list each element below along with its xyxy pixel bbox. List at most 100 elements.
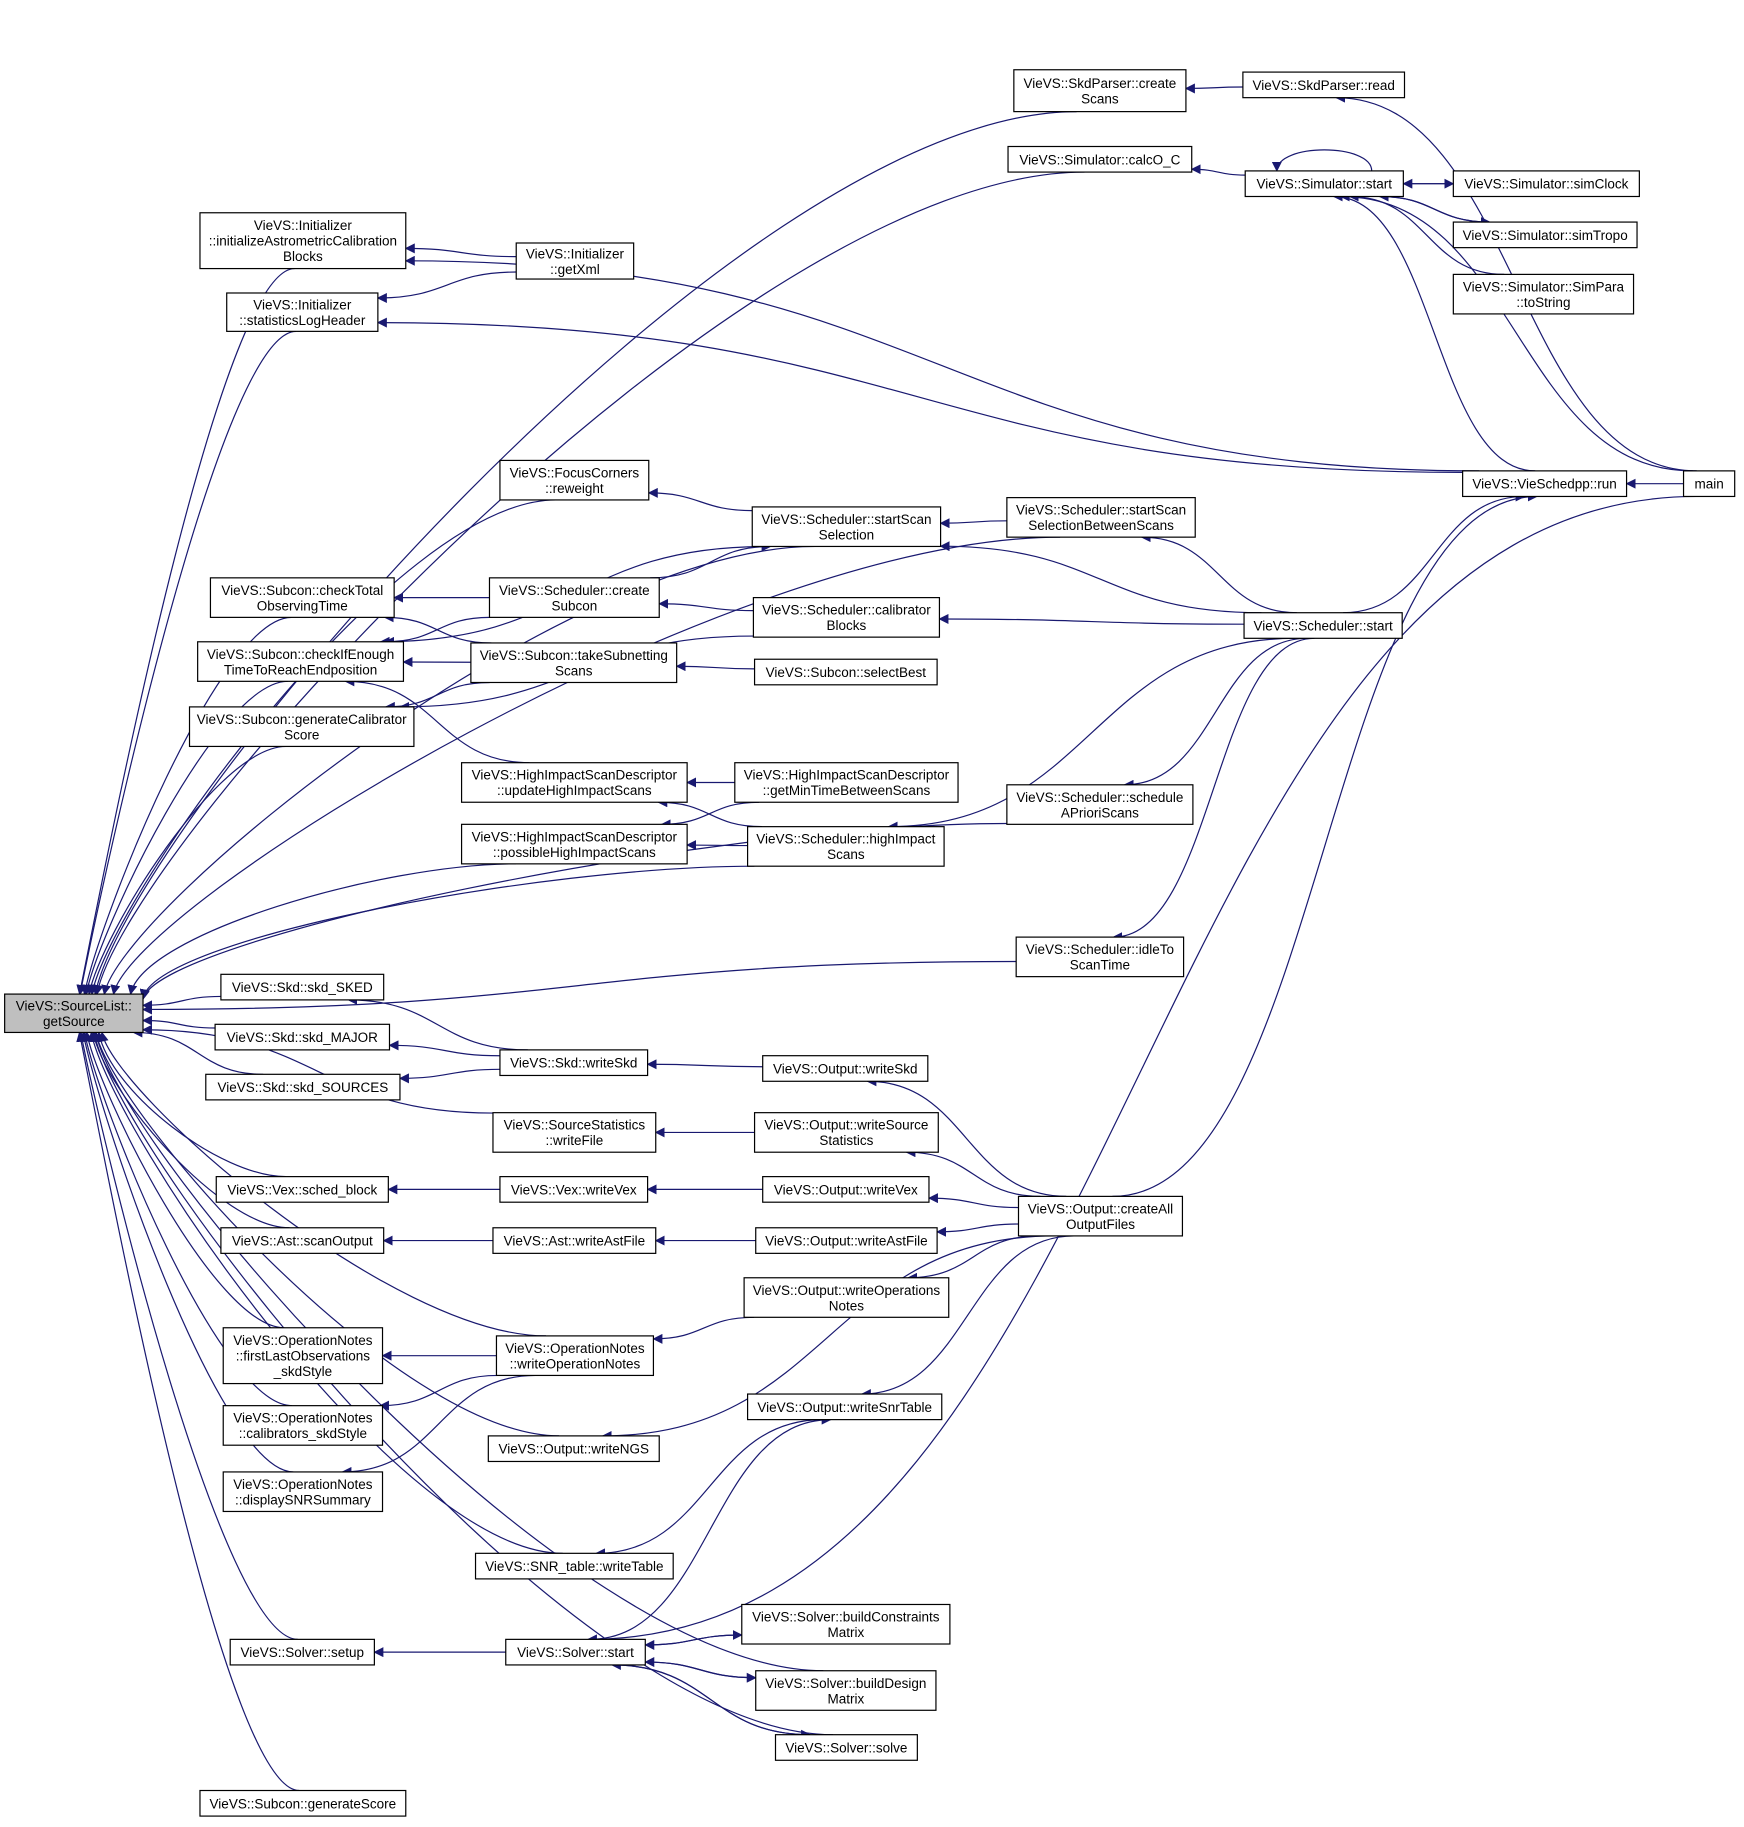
node-init_getXml[interactable]: VieVS::Initializer::getXml [515,242,635,280]
node-solver_start[interactable]: VieVS::Solver::start [505,1638,646,1666]
node-box [474,1552,674,1580]
node-simpara_toString[interactable]: VieVS::Simulator::SimPara::toString [1452,273,1635,315]
node-hisd_possible[interactable]: VieVS::HighImpactScanDescriptor::possibl… [460,823,688,865]
node-box [229,1638,375,1666]
node-out_writeSnrTable[interactable]: VieVS::Output::writeSnrTable [746,1393,943,1421]
node-skd_writeSkd[interactable]: VieVS::Skd::writeSkd [499,1049,649,1077]
edge-solver_setup-to-getSource [77,1031,298,1640]
node-label: ::reweight [545,481,604,496]
node-ast_writeAstFile[interactable]: VieVS::Ast::writeAstFile [492,1227,657,1254]
edge-sched_idleToScan-to-getSource [142,960,1017,1015]
node-subcon_selectBest[interactable]: VieVS::Subcon::selectBest [753,658,938,686]
node-label: _skdStyle [273,1364,333,1379]
node-label: VieVS::OperationNotes [505,1341,645,1356]
node-out_writeSkd[interactable]: VieVS::Output::writeSkd [762,1055,929,1082]
edge-sched_start-to-sched_idleToScan [1112,637,1315,943]
node-label: VieVS::HighImpactScanDescriptor [744,768,950,783]
node-sim_calcO_C[interactable]: VieVS::Simulator::calcO_C [1007,145,1193,173]
node-snr_writeTable[interactable]: VieVS::SNR_table::writeTable [474,1552,674,1580]
node-opn_firstLast[interactable]: VieVS::OperationNotes::firstLastObservat… [222,1327,384,1385]
node-sim_simTropo[interactable]: VieVS::Simulator::simTropo [1452,221,1638,249]
node-box [492,1112,657,1153]
node-label: ::toString [1516,295,1570,310]
node-solver_setup[interactable]: VieVS::Solver::setup [229,1638,375,1666]
edge-sim_start-to-sim_calcO_C [1190,164,1246,176]
node-vex_schedBlock[interactable]: VieVS::Vex::sched_block [215,1176,389,1203]
node-label: ::getMinTimeBetweenScans [763,783,931,798]
edge-sched_start-to-sched_scheduleApriori [1123,637,1308,790]
node-vex_writeVex[interactable]: VieVS::Vex::writeVex [499,1176,649,1203]
node-srcstat_writeFile[interactable]: VieVS::SourceStatistics::writeFile [492,1112,657,1153]
node-sim_simClock[interactable]: VieVS::Simulator::simClock [1452,170,1640,198]
node-sched_start[interactable]: VieVS::Scheduler::start [1243,612,1403,639]
node-hisd_getMinTime[interactable]: VieVS::HighImpactScanDescriptor::getMinT… [734,762,959,803]
node-label: VieVS::Output::writeSkd [773,1061,918,1076]
node-box [741,1603,951,1645]
node-hisd_update[interactable]: VieVS::HighImpactScanDescriptor::updateH… [460,762,688,803]
node-label: VieVS::Scheduler::schedule [1016,790,1183,805]
node-sim_start[interactable]: VieVS::Simulator::start [1244,170,1404,198]
node-main[interactable]: main [1682,470,1736,498]
node-skdparser_read[interactable]: VieVS::SkdParser::read [1242,71,1406,99]
node-label: ::updateHighImpactScans [497,783,652,798]
edge-opn_calibrators-to-getSource [81,1031,292,1407]
edge-solver_start-to-solver_solve [611,1664,812,1740]
node-label: VieVS::Output::writeVex [774,1182,918,1197]
node-out_writeAstFile[interactable]: VieVS::Output::writeAstFile [755,1227,938,1254]
node-focus_reweight[interactable]: VieVS::FocusCorners::reweight [499,459,650,501]
edge-opn_writeOpNotes-to-getSource [98,1031,547,1337]
node-label: VieVS::Vex::writeVex [511,1182,637,1197]
node-box [1242,71,1406,99]
node-out_writeVex[interactable]: VieVS::Output::writeVex [762,1176,930,1203]
edge-init_astrometric-to-getSource [76,267,295,996]
node-opn_calibrators[interactable]: VieVS::OperationNotes::calibrators_skdSt… [222,1405,384,1446]
node-solver_solve[interactable]: VieVS::Solver::solve [774,1734,918,1761]
node-label: Scans [555,663,593,678]
node-sched_startScanSelBetween[interactable]: VieVS::Scheduler::startScanSelectionBetw… [1006,497,1196,538]
node-init_astrometric[interactable]: VieVS::Initializer::initializeAstrometri… [199,212,407,270]
node-opn_writeOpNotes[interactable]: VieVS::OperationNotes::writeOperationNot… [495,1335,655,1377]
node-skd_MAJOR[interactable]: VieVS::Skd::skd_MAJOR [214,1023,391,1051]
node-init_statsLogHeader[interactable]: VieVS::Initializer::statisticsLogHeader [226,292,379,332]
edge-sched_highImpact-to-hisd_update [657,797,762,828]
node-subcon_genScore[interactable]: VieVS::Subcon::generateScore [199,1789,407,1817]
node-skd_SOURCES[interactable]: VieVS::Skd::skd_SOURCES [205,1073,401,1101]
edge-opn_writeOpNotes-to-opn_calibrators [378,1374,498,1411]
node-skd_SKED[interactable]: VieVS::Skd::skd_SKED [220,973,385,1001]
node-ast_scanOutput[interactable]: VieVS::Ast::scanOutput [220,1227,385,1254]
node-label: VieVS::Scheduler::calibrator [762,603,931,618]
node-label: VieVS::Scheduler::create [499,583,650,598]
node-box [499,459,650,501]
node-opn_displaySNR[interactable]: VieVS::OperationNotes::displaySNRSummary [222,1471,384,1513]
edge-out_writeSnrTable-to-snr_writeTable [595,1419,823,1559]
edge-sim_simTropo-to-sim_start [1378,191,1490,223]
node-label: ::writeFile [545,1133,603,1148]
node-box [222,1327,384,1385]
node-label: VieVS::Scheduler::startScan [1016,503,1186,518]
node-out_writeNGS[interactable]: VieVS::Output::writeNGS [487,1435,660,1463]
edge-hisd_update-to-subcon_checkIfEnough [344,676,530,764]
node-vieschedpp_run[interactable]: VieVS::VieSchedpp::run [1462,470,1628,498]
node-subcon_checkIfEnough[interactable]: VieVS::Subcon::checkIfEnoughTimeToReachE… [197,641,405,682]
node-box [1015,936,1185,978]
node-label: VieVS::Vex::sched_block [227,1182,377,1197]
node-getSource[interactable]: VieVS::SourceList::getSource [4,993,144,1034]
node-label: VieVS::SourceStatistics [504,1118,646,1133]
edge-subcon_takeSubnetting-to-subcon_checkTotal [383,612,492,644]
node-label: Score [284,727,319,742]
